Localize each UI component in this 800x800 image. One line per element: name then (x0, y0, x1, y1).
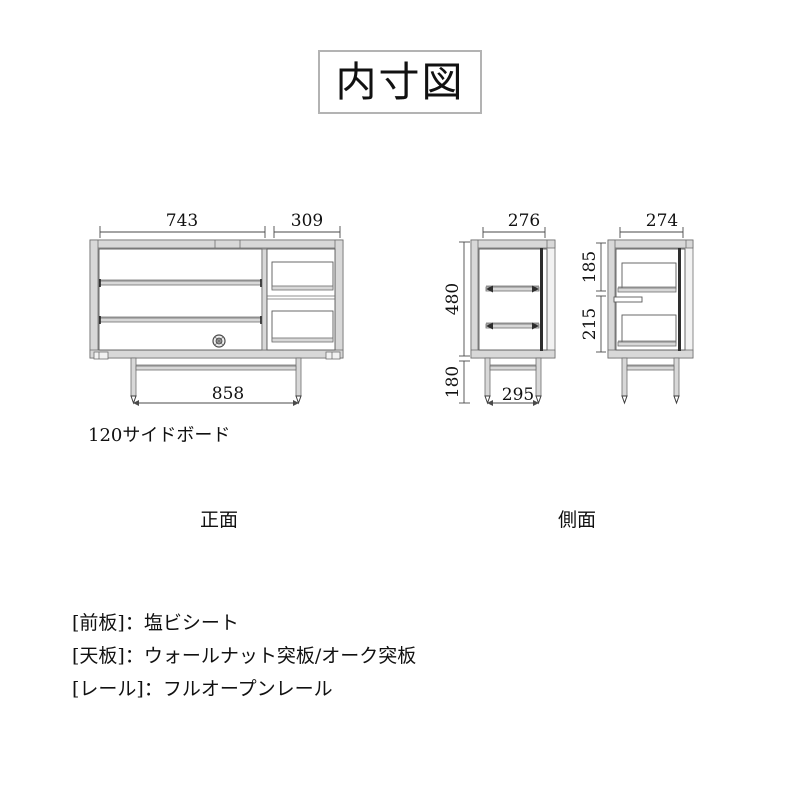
spec-line-top-panel: [天板]：ウォールナット突板/オーク突板 (72, 645, 417, 667)
front-dim-858 (133, 400, 299, 406)
dim-label-185: 185 (580, 251, 600, 283)
dim-label-215: 215 (580, 308, 600, 340)
side-dim-215 (596, 295, 606, 353)
caption-front-view: 正面 (200, 509, 239, 531)
specification-list: [前板]：塩ビシート [天板]：ウォールナット突板/オーク突板 [レール]：フル… (72, 607, 712, 706)
side-dim-480 (459, 241, 470, 357)
spec-line-front-panel: [前板]：塩ビシート (72, 612, 239, 634)
front-knob-icon (212, 334, 226, 348)
side-view-left-group (459, 227, 556, 406)
front-view-group (89, 226, 344, 406)
side-right-legs (621, 357, 680, 405)
front-legs (130, 357, 302, 405)
dim-label-274: 274 (646, 211, 678, 231)
side-right-handle (613, 296, 643, 303)
side-dim-276 (482, 227, 546, 238)
dim-label-743: 743 (166, 211, 198, 231)
dim-label-858: 858 (212, 384, 244, 404)
spec-line-rail: [レール]：フルオープンレール (72, 678, 333, 700)
side-dim-274 (619, 227, 684, 238)
dim-label-309: 309 (291, 211, 323, 231)
side-dim-185 (596, 242, 606, 292)
side-dim-180 (459, 360, 470, 404)
side-left-rail-lower (485, 322, 540, 330)
side-right-drawer-lower (617, 314, 677, 347)
dim-label-276: 276 (508, 211, 540, 231)
front-dim-743 (99, 226, 266, 238)
side-left-rail-upper (485, 285, 540, 293)
caption-side-view: 側面 (558, 509, 597, 531)
side-dim-295 (487, 400, 539, 406)
side-view-right-group (596, 227, 694, 405)
diagram-title-box: 内寸図 (318, 50, 482, 114)
front-dim-309 (273, 226, 341, 238)
dim-label-180: 180 (443, 366, 463, 398)
dim-label-480: 480 (443, 283, 463, 315)
page-title: 内寸図 (335, 57, 465, 106)
side-left-legs (484, 357, 542, 405)
front-view-model-label: 120サイドボード (88, 425, 231, 446)
dim-label-295: 295 (502, 385, 534, 405)
side-right-drawer-upper (617, 262, 677, 293)
